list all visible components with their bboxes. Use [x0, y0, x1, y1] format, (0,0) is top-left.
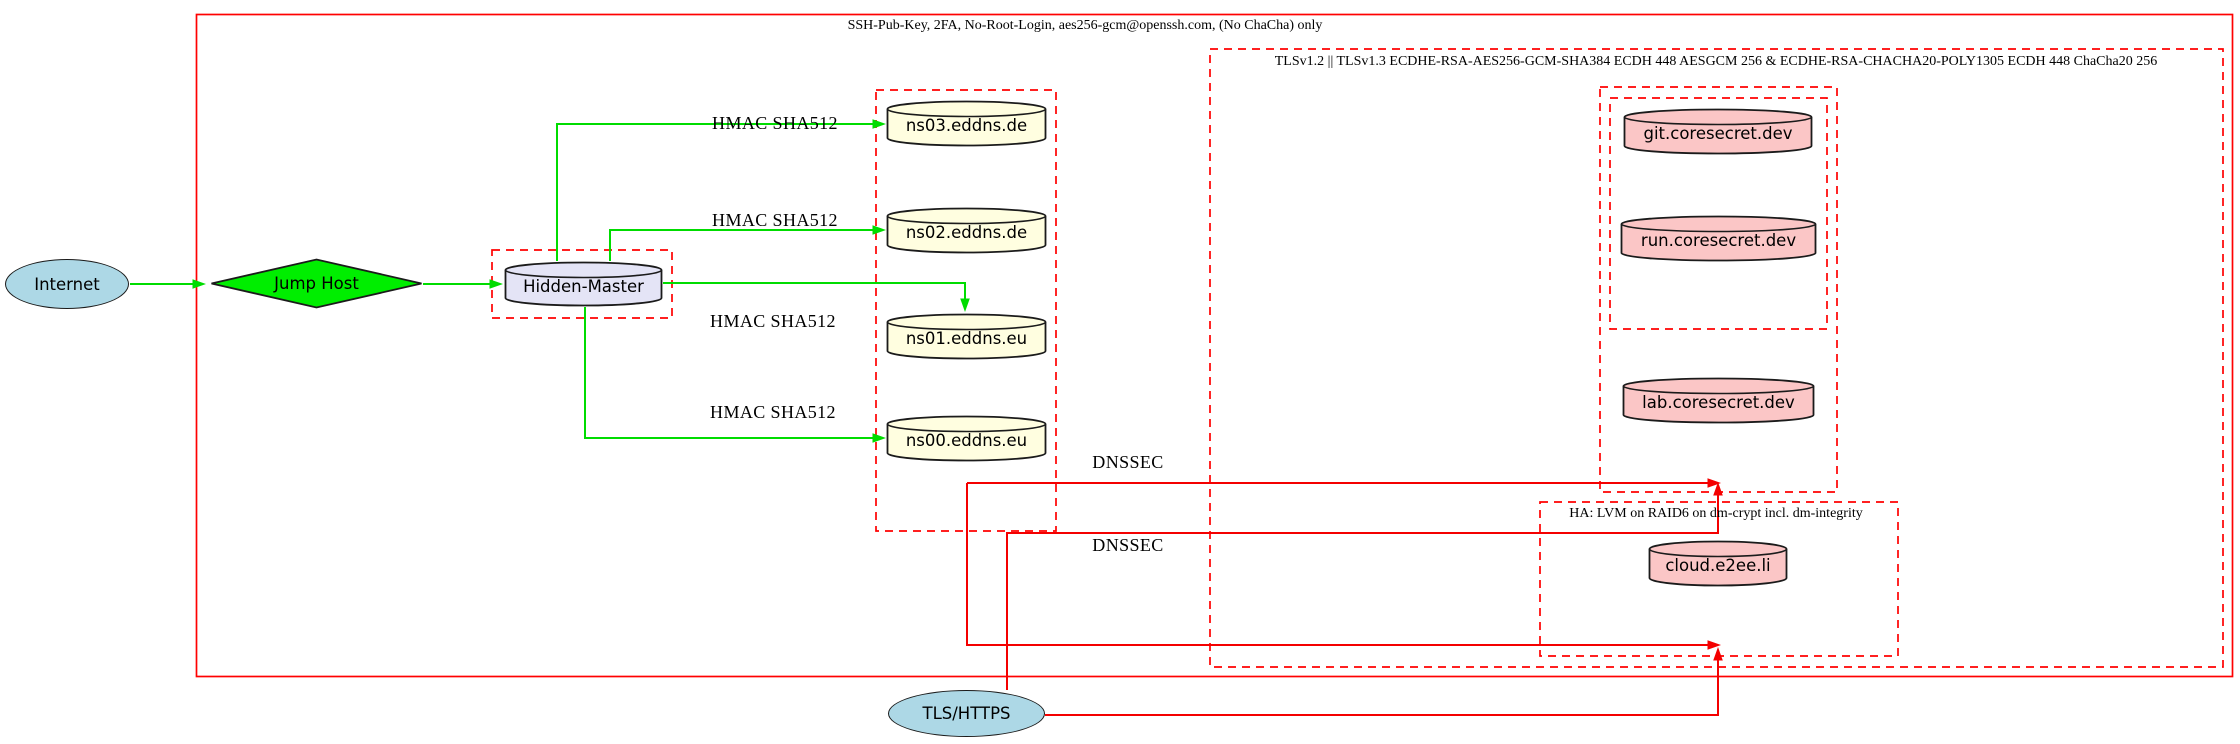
node-git: git.coresecret.dev	[1623, 108, 1813, 155]
node-label-ns02: ns02.eddns.de	[905, 223, 1028, 242]
node-shape	[1648, 540, 1788, 587]
cluster-box-tls	[1209, 48, 2224, 668]
node-ns01: ns01.eddns.eu	[886, 313, 1047, 360]
edge-hiddenmaster-ns01	[663, 282, 970, 312]
node-label-lab: lab.coresecret.dev	[1642, 393, 1795, 412]
node-jump-host: Jump Host	[210, 258, 423, 309]
cluster-label-ssh: SSH-Pub-Key, 2FA, No-Root-Login, aes256-…	[847, 18, 1323, 33]
edge-tlshttps-coresecret	[1006, 482, 1723, 690]
node-shape	[1622, 377, 1815, 424]
node-label-ns03: ns03.eddns.de	[905, 116, 1028, 135]
cluster-box-nameservers	[875, 89, 1057, 532]
node-internet: Internet	[5, 259, 129, 309]
node-tls-https: TLS/HTTPS	[888, 690, 1045, 737]
node-hidden-master: Hidden-Master	[504, 261, 663, 307]
cluster-box-ssh	[195, 13, 2234, 678]
node-label-cloud: cloud.e2ee.li	[1665, 556, 1771, 575]
node-run: run.coresecret.dev	[1620, 215, 1817, 262]
node-label-jump-host: Jump Host	[274, 274, 359, 293]
node-label-run: run.coresecret.dev	[1640, 231, 1797, 250]
node-shape	[1623, 108, 1813, 155]
node-ns00: ns00.eddns.eu	[886, 415, 1047, 462]
edge-label-dnssec-1: DNSSEC	[1092, 452, 1164, 472]
node-label-hidden-master: Hidden-Master	[523, 276, 644, 296]
node-shape	[1620, 215, 1817, 262]
node-label-git: git.coresecret.dev	[1643, 124, 1793, 143]
node-label-ns00: ns00.eddns.eu	[905, 431, 1028, 450]
cluster-label-ha: HA: LVM on RAID6 on dm-crypt incl. dm-in…	[1569, 506, 1863, 521]
edge-label-hmac-4: HMAC SHA512	[710, 402, 836, 422]
edge-label-hmac-2: HMAC SHA512	[712, 210, 838, 230]
node-ns02: ns02.eddns.de	[886, 207, 1047, 254]
node-shape	[211, 258, 422, 309]
node-shape	[886, 313, 1047, 360]
node-shape	[886, 415, 1047, 462]
edge-label-dnssec-2: DNSSEC	[1092, 535, 1164, 555]
edge-dnssec-ha	[966, 483, 1721, 650]
edge-tlshttps-ha	[1045, 647, 1723, 716]
node-label-ns01: ns01.eddns.eu	[905, 329, 1028, 348]
node-shape	[886, 207, 1047, 254]
node-ns03: ns03.eddns.de	[886, 100, 1047, 147]
edge-hiddenmaster-ns00	[584, 307, 886, 443]
node-shape	[886, 100, 1047, 147]
cluster-label-tls: TLSv1.2 || TLSv1.3 ECDHE-RSA-AES256-GCM-…	[1274, 54, 2158, 69]
node-shape	[504, 261, 663, 307]
node-cloud: cloud.e2ee.li	[1648, 540, 1788, 587]
edge-label-hmac-1: HMAC SHA512	[712, 113, 838, 133]
node-label-internet: Internet	[34, 274, 100, 294]
edge-label-hmac-3: HMAC SHA512	[710, 311, 836, 331]
node-lab: lab.coresecret.dev	[1622, 377, 1815, 424]
edge-hiddenmaster-ns02	[609, 225, 886, 261]
edge-hiddenmaster-ns03	[556, 119, 886, 261]
node-label-tls-https: TLS/HTTPS	[922, 704, 1011, 723]
